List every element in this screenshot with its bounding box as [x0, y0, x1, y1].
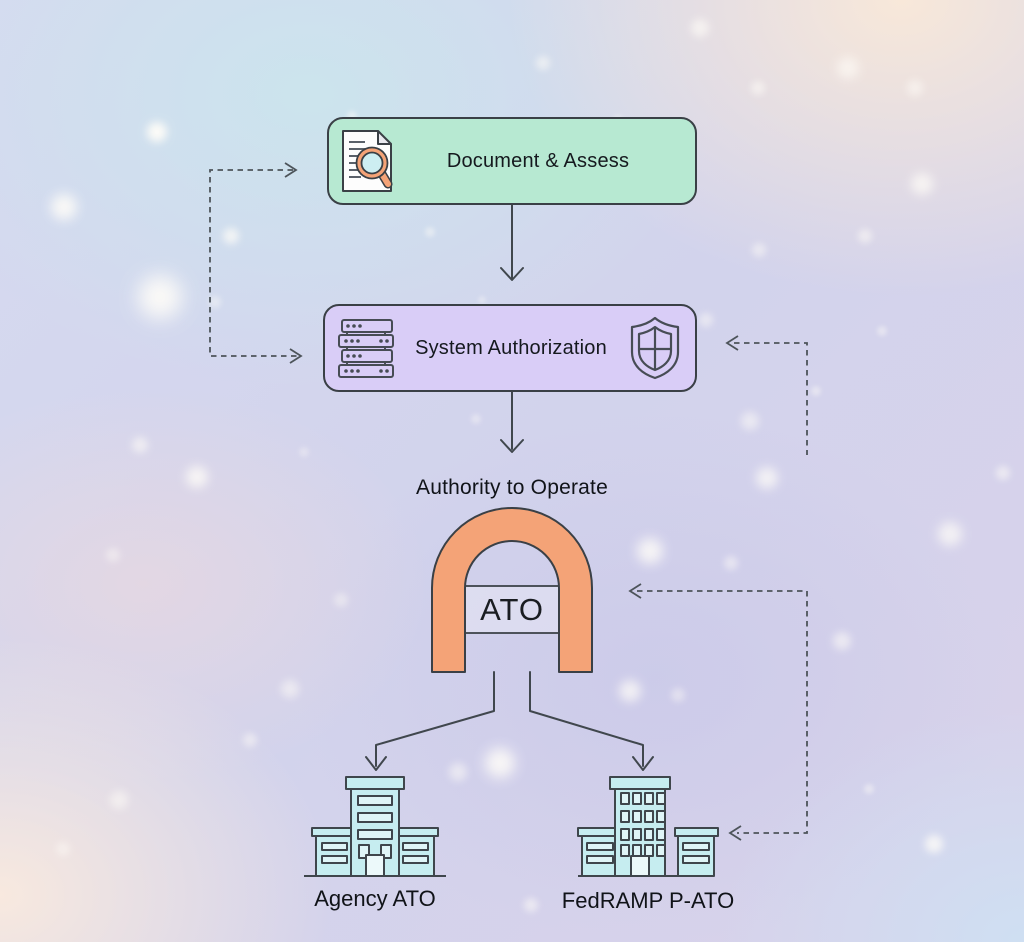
- step-system-authorization-label: System Authorization: [415, 336, 607, 359]
- bokeh-dot: [138, 275, 182, 319]
- bokeh-dot: [243, 733, 257, 747]
- bokeh-dot: [51, 194, 77, 220]
- bokeh-dot: [110, 791, 128, 809]
- bokeh-dot: [996, 466, 1010, 480]
- bokeh-dot: [186, 466, 208, 488]
- bokeh-dot: [536, 56, 550, 70]
- bokeh-dot: [833, 632, 851, 650]
- shield-icon: [630, 316, 680, 380]
- bokeh-dot: [223, 228, 239, 244]
- bokeh-dot: [877, 326, 887, 336]
- arrow-auth-to-ato: [500, 391, 524, 453]
- fedramp-building-icon: [577, 776, 719, 877]
- bokeh-dot: [938, 522, 962, 546]
- document-search-icon: [342, 130, 393, 192]
- bokeh-dot: [724, 556, 738, 570]
- bokeh-dot: [619, 680, 641, 702]
- bokeh-dot: [471, 414, 481, 424]
- bokeh-dot: [449, 763, 467, 781]
- bokeh-dot: [699, 313, 713, 327]
- ato-badge-label: ATO: [480, 592, 544, 627]
- bokeh-dot: [132, 437, 148, 453]
- dashed-left-feedback-loop: [209, 162, 303, 364]
- bokeh-dot: [478, 296, 486, 304]
- ato-heading: Authority to Operate: [416, 476, 608, 499]
- agency-ato-label: Agency ATO: [314, 886, 436, 911]
- bokeh-dot: [147, 122, 167, 142]
- bokeh-dot: [299, 447, 309, 457]
- bokeh-dot: [811, 386, 821, 396]
- bokeh-dot: [751, 81, 765, 95]
- bokeh-dot: [425, 227, 435, 237]
- bokeh-dot: [691, 19, 709, 37]
- bokeh-dot: [106, 548, 120, 562]
- bokeh-dot: [864, 784, 874, 794]
- bokeh-dot: [756, 467, 778, 489]
- arrow-ato-to-agency: [365, 671, 495, 771]
- bokeh-dot: [671, 688, 685, 702]
- step-document-assess-label: Document & Assess: [446, 149, 630, 172]
- bokeh-dot: [837, 57, 859, 79]
- bokeh-dot: [858, 229, 872, 243]
- server-stack-icon: [338, 319, 394, 378]
- bokeh-dot: [281, 680, 299, 698]
- bokeh-dot: [741, 412, 759, 430]
- bokeh-dot: [911, 173, 933, 195]
- dashed-right-to-authorization: [725, 335, 808, 455]
- bokeh-dot: [637, 538, 663, 564]
- bokeh-dot: [907, 80, 923, 96]
- arrow-doc-to-auth: [500, 204, 524, 281]
- arrow-ato-to-fedramp: [529, 671, 654, 771]
- bokeh-dot: [485, 748, 515, 778]
- bokeh-dot: [334, 593, 348, 607]
- fedramp-pato-label: FedRAMP P-ATO: [561, 888, 735, 913]
- bokeh-dot: [752, 243, 766, 257]
- bokeh-dot: [925, 835, 943, 853]
- step-system-authorization: System Authorization: [323, 304, 697, 392]
- step-document-assess: Document & Assess: [327, 117, 697, 205]
- bokeh-dot: [524, 898, 538, 912]
- agency-building-icon: [304, 776, 446, 877]
- bokeh-dot: [209, 296, 221, 308]
- bokeh-dot: [56, 842, 70, 856]
